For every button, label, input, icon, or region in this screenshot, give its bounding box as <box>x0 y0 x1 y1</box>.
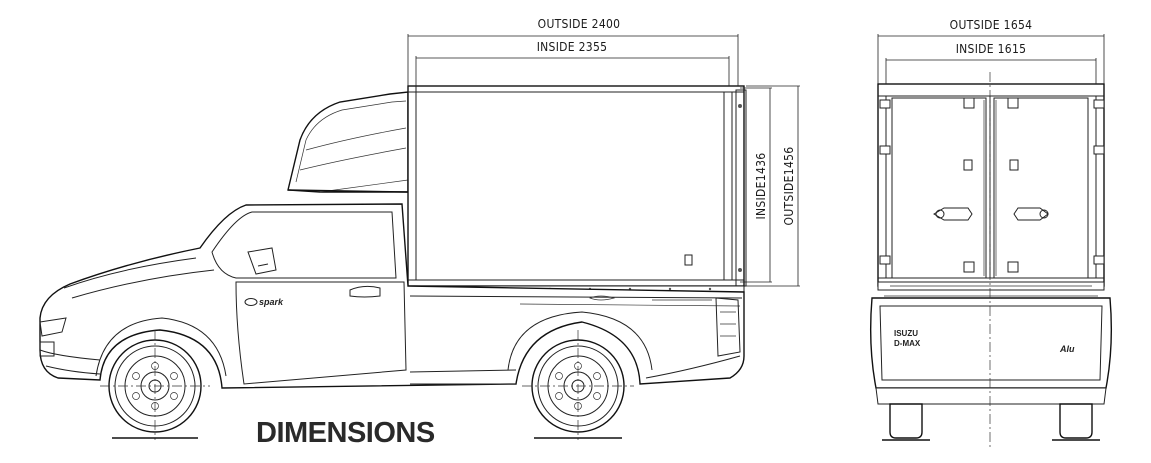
side-outside-length-label: OUTSIDE 2400 <box>538 17 621 31</box>
roof-pod <box>287 91 409 193</box>
side-dimension-lines <box>407 34 800 287</box>
tailgate-model-badge: D-MAX <box>894 339 921 348</box>
rear-inside-width-label: INSIDE 1615 <box>956 42 1027 56</box>
door-brand-badge: spark <box>259 297 284 307</box>
side-view-truck: spark <box>39 85 747 440</box>
rear-wheel <box>522 330 634 440</box>
rear-dimension-lines <box>877 34 1105 84</box>
rear-view-truck: ISUZU D-MAX Alu <box>869 72 1113 448</box>
side-inside-length-label: INSIDE 2355 <box>537 40 608 54</box>
truck-body: spark <box>39 203 745 389</box>
tailgate-script-badge: Alu <box>1059 344 1075 354</box>
canopy-box <box>407 85 747 293</box>
tailgate-maker-badge: ISUZU <box>894 329 918 338</box>
front-wheel <box>100 330 210 440</box>
side-inside-height-label: INSIDE1436 <box>754 153 768 220</box>
side-outside-height-label: OUTSIDE1456 <box>782 147 796 226</box>
page-title: DIMENSIONS <box>256 417 435 449</box>
rear-outside-width-label: OUTSIDE 1654 <box>950 18 1033 32</box>
